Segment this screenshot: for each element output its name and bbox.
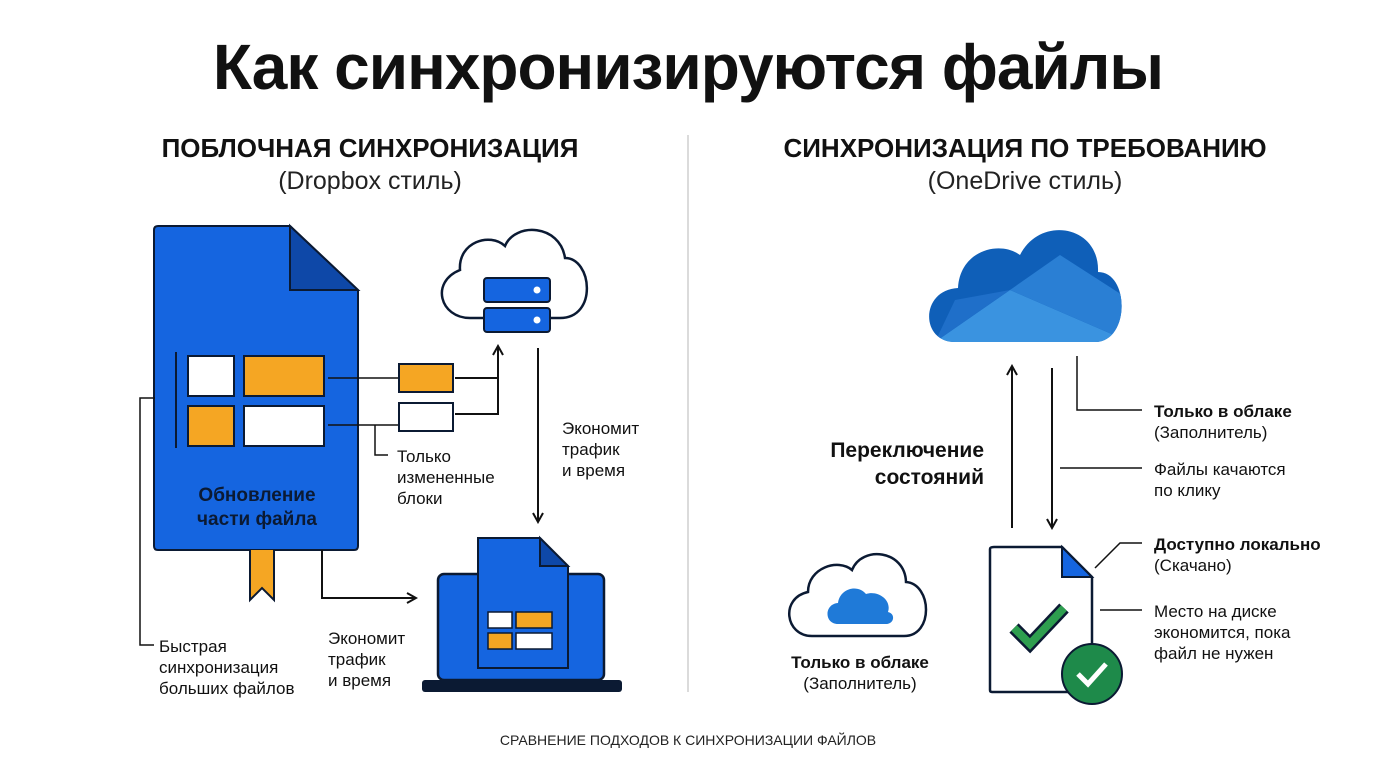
cloud-only-icon — [788, 552, 928, 638]
left-subheading: (Dropbox стиль) — [278, 167, 462, 195]
changed-blocks-label: Только измененные блоки — [397, 447, 495, 508]
left-heading: ПОБЛОЧНАЯ СИНХРОНИЗАЦИЯ — [161, 133, 579, 163]
laptop-icon — [422, 535, 622, 692]
upload-arrow-branch — [455, 378, 499, 415]
changed-block-white — [398, 402, 454, 432]
page-title: Как синхронизируются файлы — [212, 31, 1164, 103]
callout-line — [1076, 356, 1142, 411]
check-badge-icon — [1061, 643, 1123, 705]
onedrive-cloud-icon — [929, 230, 1122, 342]
saves-traffic-label-right: Экономит трафик и время — [562, 419, 640, 480]
footer-caption: СРАВНЕНИЕ ПОДХОДОВ К СИНХРОНИЗАЦИИ ФАЙЛО… — [499, 732, 877, 748]
callout-line — [1094, 542, 1142, 569]
connector-line — [374, 425, 388, 456]
cloud-only-callout: Только в облаке (Заполнитель) — [1154, 402, 1292, 442]
download-on-click-callout: Файлы качаются по клику — [1154, 460, 1286, 500]
sync-arrow — [321, 550, 416, 598]
local-available-callout: Доступно локально (Скачано) — [1154, 535, 1321, 575]
cloud-server-icon — [440, 228, 589, 333]
file-update-label: части файла — [197, 509, 317, 530]
right-heading: СИНХРОНИЗАЦИЯ ПО ТРЕБОВАНИЮ — [783, 133, 1267, 163]
fast-sync-label: Быстрая синхронизация больших файлов — [159, 637, 295, 698]
bracket-line — [139, 397, 155, 646]
file-update-label: Обновление — [198, 485, 316, 506]
bottom-cloud-only-label: Только в облаке (Заполнитель) — [791, 653, 929, 693]
changed-block-orange — [398, 363, 454, 393]
upload-arrow — [455, 346, 498, 379]
saves-traffic-label-bottom: Экономит трафик и время — [328, 629, 406, 690]
right-subheading: (OneDrive стиль) — [927, 167, 1123, 195]
switch-states-label: Переключение состояний — [830, 439, 984, 489]
bookmark-icon — [249, 550, 275, 603]
local-document-icon — [988, 544, 1095, 694]
disk-space-callout: Место на диске экономится, пока файл не … — [1154, 602, 1291, 663]
big-document-icon — [153, 223, 361, 551]
